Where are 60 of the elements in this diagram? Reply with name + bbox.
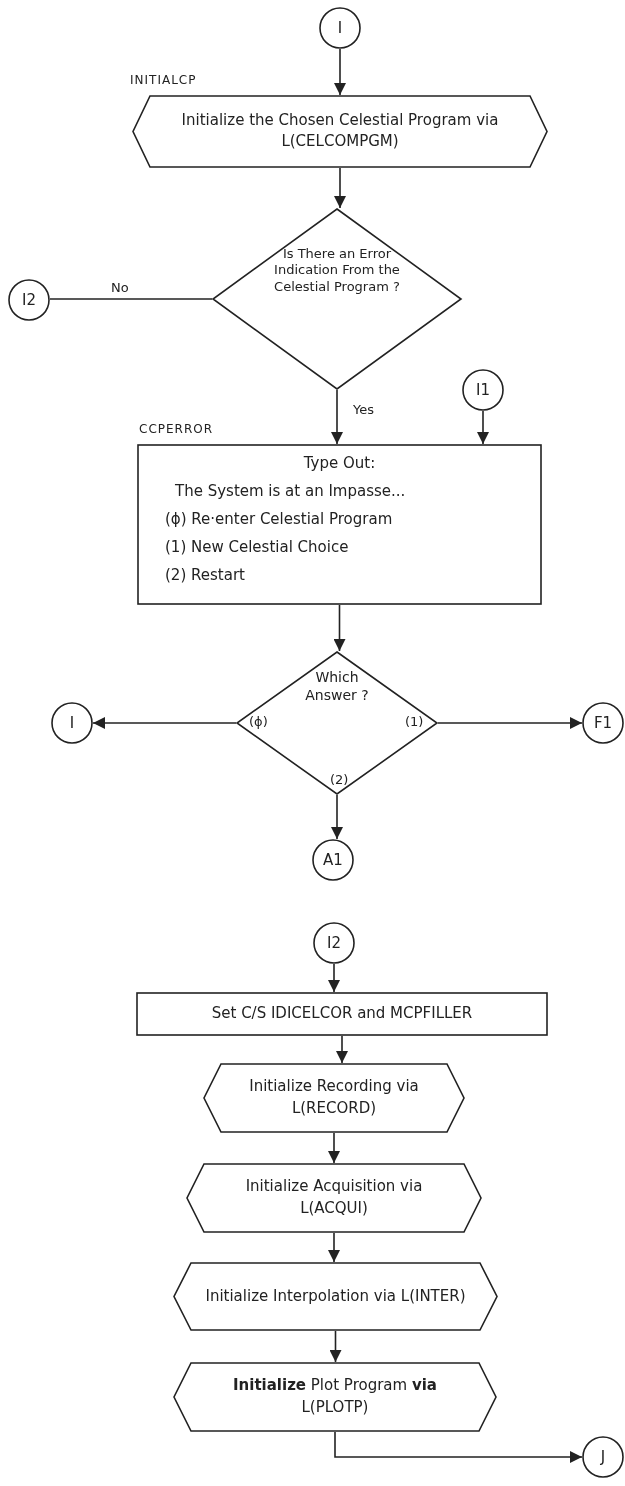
process-text: Initialize Interpolation via L(INTER) [204, 1285, 467, 1307]
connector-label: J [599, 1447, 607, 1467]
arrow [477, 410, 489, 445]
arrow [333, 604, 346, 652]
preparation-hexagon [173, 1262, 498, 1331]
connector-circle [313, 922, 355, 964]
decision-text: Which Answer ? [304, 669, 370, 704]
connector-circle [582, 702, 624, 744]
edge-label: No [110, 280, 130, 295]
decision-diamond [236, 651, 438, 795]
preparation-hexagon [132, 95, 548, 168]
edge-label: (ϕ) [248, 714, 269, 729]
connector-circle [462, 369, 504, 411]
arrow [334, 1431, 583, 1463]
box-text-line: (ϕ) Re·enter Celestial Program [165, 510, 393, 529]
box-text-line: (2) Restart [165, 566, 245, 585]
arrow [328, 1232, 340, 1263]
box-text-line: (1) New Celestial Choice [165, 538, 349, 557]
connector-circle [51, 702, 93, 744]
connector-label: I2 [326, 933, 342, 953]
connector-label: I [336, 18, 344, 38]
arrow [437, 717, 583, 729]
connector-circle [8, 279, 50, 321]
process-text: Initialize Plot Program via L(PLOTP) [232, 1375, 438, 1418]
connector-label: I1 [475, 380, 491, 400]
connector-label: A1 [322, 850, 344, 870]
preparation-hexagon [203, 1063, 465, 1133]
arrow [331, 794, 343, 840]
process-box [136, 992, 548, 1036]
arrow [328, 1132, 340, 1164]
connector-label: F1 [592, 713, 614, 733]
routine-name: INITIALCP [130, 73, 197, 87]
decision-diamond [212, 208, 462, 390]
arrow [334, 48, 346, 96]
preparation-hexagon [186, 1163, 482, 1233]
process-text: Initialize the Chosen Celestial Program via L(CELCOMPGM) [180, 109, 500, 153]
edge-label: (2) [329, 772, 350, 787]
arrow [92, 717, 237, 729]
connector-label: I2 [21, 290, 37, 310]
connector-label: I [68, 713, 76, 733]
connector-circle [312, 839, 354, 881]
arrow [334, 167, 346, 209]
process-text: Initialize Recording via L(RECORD) [248, 1076, 420, 1119]
process-text: Set C/S IDICELCOR and MCPFILLER [210, 1003, 474, 1024]
arrow [329, 1330, 342, 1363]
connector-line [49, 298, 213, 300]
process-text: Initialize Acquisition via L(ACQUI) [244, 1176, 424, 1219]
process-box [137, 444, 542, 605]
arrow [331, 389, 343, 445]
arrow [336, 1035, 348, 1064]
preparation-hexagon [173, 1362, 497, 1432]
edge-label: (1) [404, 714, 425, 729]
arrow [328, 963, 340, 993]
box-heading: Type Out: [302, 454, 377, 473]
box-text-line: The System is at an Impasse... [175, 482, 406, 501]
connector-circle [319, 7, 361, 49]
connector-circle [582, 1436, 624, 1478]
edge-label: Yes [352, 402, 375, 417]
routine-name: CCPERROR [139, 422, 214, 436]
decision-text: Is There an Error Indication From the Celestial Program ? [274, 246, 400, 295]
